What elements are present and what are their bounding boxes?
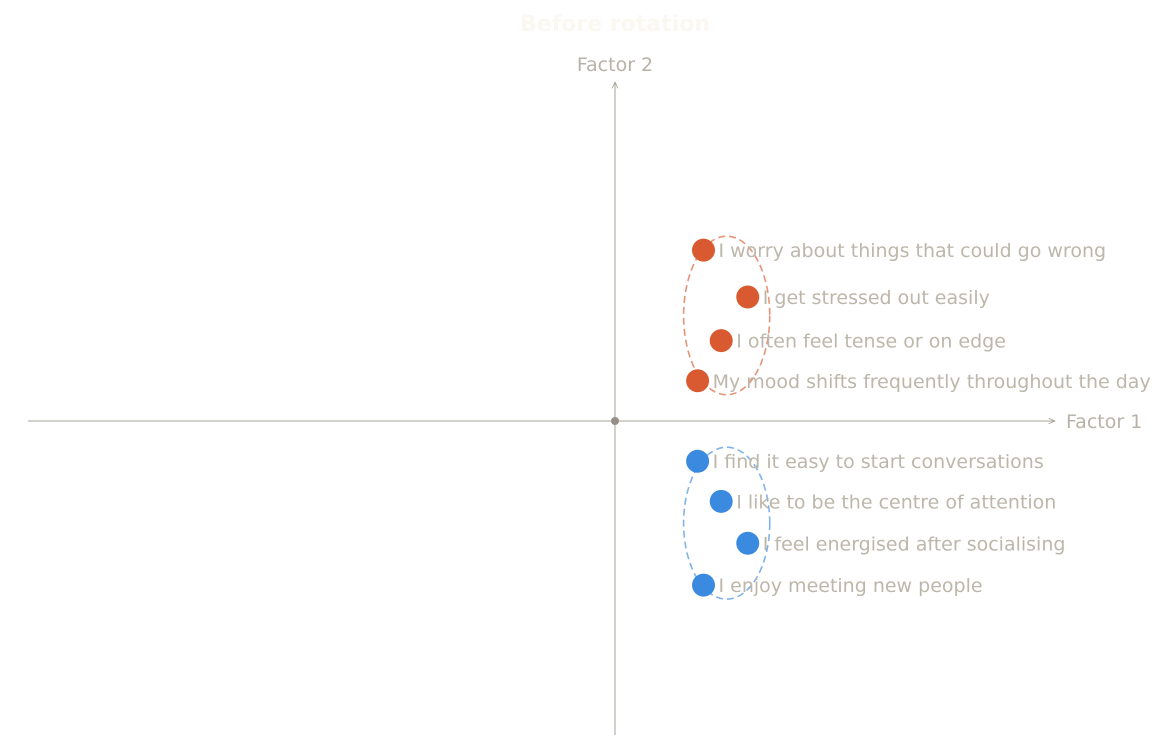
cluster-ellipse-1 [682,235,771,396]
point-label: I worry about things that could go wrong [719,240,1107,262]
cluster-ellipse-2 [682,446,771,600]
x-axis-label: Factor 1 [1066,411,1142,433]
chart-title: Before rotation [520,12,710,37]
data-point [686,369,710,393]
origin-dot [611,417,619,425]
cluster-outlines [682,235,771,600]
point-label: I like to be the centre of attention [736,491,1056,513]
y-axis-label: Factor 2 [577,54,653,76]
data-point [692,238,715,262]
data-point [692,573,715,597]
point-label: I feel energised after socialising [763,533,1066,555]
data-point [736,285,760,309]
data-point [709,489,733,513]
point-label: I often feel tense or on edge [736,331,1006,353]
data-point [686,449,710,473]
point-label: I enjoy meeting new people [719,575,983,597]
point-label: My mood shifts frequently throughout the… [713,371,1151,393]
point-label: I find it easy to start conversations [713,451,1044,473]
data-points: I worry about things that could go wrong… [686,238,1151,597]
data-point [736,531,760,555]
data-point [709,329,733,353]
point-label: I get stressed out easily [763,287,990,309]
